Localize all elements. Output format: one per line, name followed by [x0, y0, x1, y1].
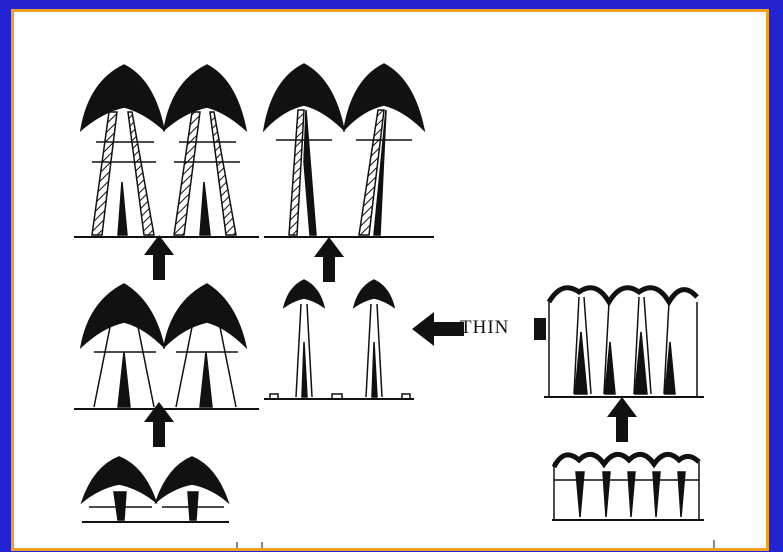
top-left-hatched-arches — [74, 64, 259, 238]
thin-label: THIN — [460, 317, 510, 338]
arrow-left-icon — [412, 312, 546, 346]
top-middle-thin-hatched-arches — [262, 63, 434, 238]
arrow-up-icon — [144, 402, 174, 447]
right-tall-arcade — [544, 285, 704, 398]
bottom-left-small-arches — [80, 456, 230, 523]
arrow-up-icon — [314, 237, 344, 282]
middle-left-arches — [74, 283, 259, 410]
middle-small-thin-arches — [264, 279, 414, 400]
bottom-tick-marks — [236, 540, 715, 548]
diagram-canvas — [74, 63, 715, 548]
arrow-up-icon — [144, 235, 174, 280]
arrow-up-icon — [607, 397, 637, 442]
figure-frame: THIN — [11, 9, 769, 551]
bottom-right-short-arcade — [551, 451, 704, 521]
